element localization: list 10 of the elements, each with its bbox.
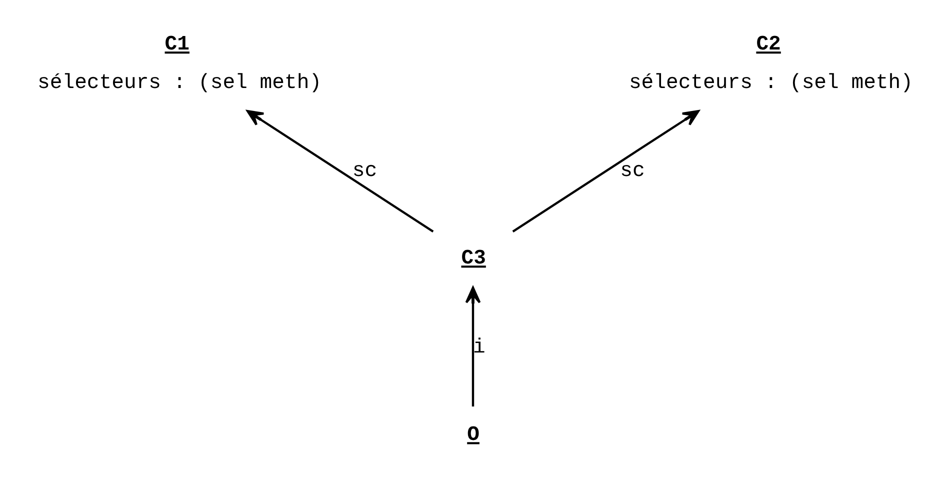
edge-label: sc <box>620 160 645 184</box>
node-text: C3 <box>461 248 486 271</box>
node-text: C1 sélecteurs : (sel meth) <box>38 34 322 95</box>
node-text: C2 sélecteurs : (sel meth) <box>628 34 913 95</box>
edge-label: sc <box>352 160 378 184</box>
edge-label: i <box>473 336 486 360</box>
arrow <box>512 110 700 232</box>
arrow <box>246 110 434 232</box>
arrow <box>465 286 481 406</box>
node-text: O <box>467 424 480 448</box>
